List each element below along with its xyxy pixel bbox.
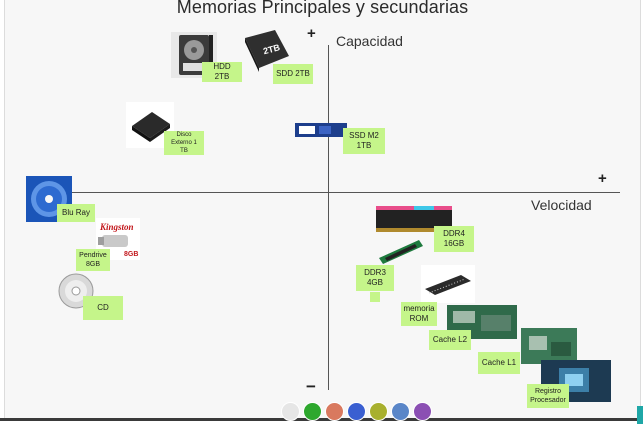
collaborator-avatars [281, 402, 432, 421]
board-title: Memorias Principales y secundarias [176, 0, 469, 17]
note-pendrive[interactable]: Pendrive 8GB [76, 249, 110, 271]
note-cd[interactable]: CD [83, 296, 123, 320]
external-disk-icon[interactable] [126, 102, 174, 148]
empty-note[interactable] [370, 292, 380, 302]
corner-accent [637, 406, 643, 424]
kingston-brand-text: Kingston [99, 222, 134, 232]
avatar[interactable] [413, 402, 432, 421]
avatar[interactable] [303, 402, 322, 421]
note-sdd[interactable]: SDD 2TB [273, 64, 313, 84]
note-hdd[interactable]: HDD 2TB [202, 62, 242, 82]
capacity-axis-label: Capacidad [336, 33, 403, 49]
avatar[interactable] [325, 402, 344, 421]
cache-l1-board-icon[interactable] [521, 328, 577, 364]
note-registro-procesador[interactable]: Registro Procesador [527, 384, 569, 408]
pendrive-size-text: 8GB [124, 251, 138, 258]
note-cache-l2[interactable]: Cache L2 [429, 330, 471, 350]
speed-axis-label: Velocidad [531, 197, 592, 213]
avatar[interactable] [281, 402, 300, 421]
rom-chip-icon[interactable] [421, 265, 475, 303]
capacity-plus-sign: + [307, 25, 316, 42]
note-ddr3[interactable]: DDR3 4GB [356, 265, 394, 291]
note-memoria-rom[interactable]: memoria ROM [401, 302, 437, 326]
capacity-axis [328, 45, 329, 390]
note-ddr4[interactable]: DDR4 16GB [434, 226, 474, 252]
note-ssd-m2[interactable]: SSD M2 1TB [343, 128, 385, 154]
avatar[interactable] [347, 402, 366, 421]
hdd-icon[interactable] [171, 32, 217, 78]
ddr4-ram-icon[interactable] [374, 200, 454, 234]
avatar[interactable] [369, 402, 388, 421]
note-blu-ray[interactable]: Blu Ray [57, 204, 95, 222]
note-disco-externo[interactable]: Disco Externo 1 TB [164, 131, 204, 155]
ddr3-ram-icon[interactable] [377, 236, 425, 266]
speed-plus-sign: + [598, 170, 607, 187]
note-cache-l1[interactable]: Cache L1 [478, 352, 520, 374]
avatar[interactable] [391, 402, 410, 421]
capacity-minus-sign: − [306, 377, 316, 396]
whiteboard-canvas[interactable]: Memorias Principales y secundarias + Cap… [4, 0, 641, 418]
ssd-icon[interactable]: 2TB [241, 28, 291, 74]
bottom-bar [0, 418, 643, 430]
m2-ssd-icon[interactable] [295, 120, 347, 140]
bluray-disc-icon[interactable] [26, 176, 72, 222]
bottom-divider [0, 418, 643, 421]
speed-axis [50, 192, 620, 193]
ssd-label-text: 2TB [262, 42, 281, 56]
